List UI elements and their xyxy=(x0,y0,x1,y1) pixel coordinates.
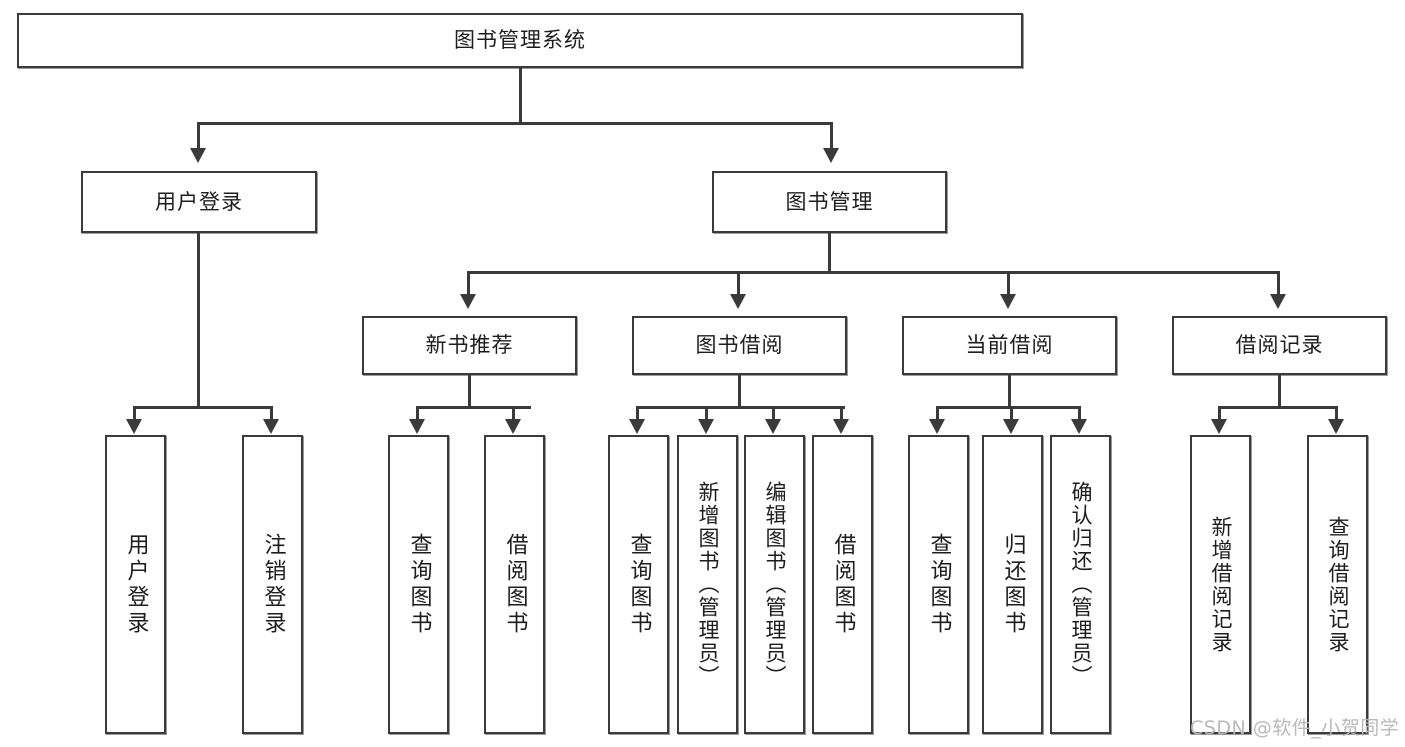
arrow-bb-to-leaf-2 xyxy=(698,419,714,434)
node-borrow-record[interactable]: 借阅记录 xyxy=(1172,316,1387,375)
connector-bb-stem xyxy=(738,375,741,406)
node-root-system[interactable]: 图书管理系统 xyxy=(17,13,1023,68)
node-leaf-add-book-admin[interactable]: 新增图书（管理员） xyxy=(677,435,738,734)
connector-cb-to-leaf-2 xyxy=(1010,406,1013,422)
node-leaf-logout[interactable]: 注销登录 xyxy=(242,435,303,734)
node-leaf-user-login[interactable]: 用户登录 xyxy=(105,435,166,734)
node-book-borrow[interactable]: 图书借阅 xyxy=(632,316,847,375)
connector-user-login-to-leaf-1 xyxy=(133,406,136,422)
connector-bb-to-leaf-2 xyxy=(705,406,708,422)
connector-cb-bus xyxy=(936,406,1081,409)
node-label: 借阅记录 xyxy=(1235,333,1324,358)
arrow-br-to-leaf-2 xyxy=(1328,419,1344,434)
arrow-bm-to-new-book-rec xyxy=(460,294,476,309)
connector-nbr-to-leaf-1 xyxy=(416,406,419,422)
arrow-nbr-to-leaf-1 xyxy=(409,419,425,434)
connector-bm-to-current-borrow xyxy=(1007,271,1010,297)
connector-user-login-to-leaf-2 xyxy=(270,406,273,422)
arrow-nbr-to-leaf-2 xyxy=(505,419,521,434)
connector-root-to-book-manage xyxy=(830,122,833,151)
connector-bb-to-leaf-3 xyxy=(772,406,775,422)
arrow-user-login-to-leaf-2 xyxy=(263,419,279,434)
arrow-cb-to-leaf-1 xyxy=(929,419,945,434)
node-leaf-query-book-3[interactable]: 查询图书 xyxy=(908,435,969,734)
arrow-bb-to-leaf-1 xyxy=(629,419,645,434)
node-label: 编辑图书（管理员） xyxy=(763,481,787,688)
node-label: 查询借阅记录 xyxy=(1326,515,1350,654)
arrow-root-to-book-manage xyxy=(823,148,839,163)
connector-bb-bus xyxy=(636,406,845,409)
node-label: 查询图书 xyxy=(406,532,432,637)
connector-cb-to-leaf-1 xyxy=(936,406,939,422)
node-book-manage[interactable]: 图书管理 xyxy=(712,171,947,233)
node-leaf-return-book[interactable]: 归还图书 xyxy=(982,435,1043,734)
node-label: 查询图书 xyxy=(626,532,652,637)
node-label: 借阅图书 xyxy=(830,532,856,637)
node-label: 图书管理系统 xyxy=(454,28,586,53)
arrow-bb-to-leaf-4 xyxy=(833,419,849,434)
node-new-book-recommendation[interactable]: 新书推荐 xyxy=(362,316,577,375)
node-leaf-edit-book-admin[interactable]: 编辑图书（管理员） xyxy=(744,435,805,734)
node-leaf-borrow-book-1[interactable]: 借阅图书 xyxy=(484,435,545,734)
connector-bm-to-book-borrow xyxy=(737,271,740,297)
connector-root-stem xyxy=(519,68,522,122)
node-leaf-borrow-book-2[interactable]: 借阅图书 xyxy=(812,435,873,734)
connector-nbr-to-leaf-2 xyxy=(512,406,515,422)
arrow-br-to-leaf-1 xyxy=(1211,419,1227,434)
node-label: 当前借阅 xyxy=(965,333,1054,358)
node-label: 新增图书（管理员） xyxy=(696,481,720,688)
node-label: 确认归还（管理员） xyxy=(1069,481,1093,688)
connector-br-stem xyxy=(1278,375,1281,406)
connector-cb-to-leaf-3 xyxy=(1078,406,1081,422)
connector-bb-to-leaf-4 xyxy=(840,406,843,422)
arrow-bm-to-borrow-record xyxy=(1270,294,1286,309)
node-label: 归还图书 xyxy=(1000,532,1026,637)
node-label: 查询图书 xyxy=(926,532,952,637)
arrow-cb-to-leaf-2 xyxy=(1003,419,1019,434)
node-leaf-confirm-return[interactable]: 确认归还（管理员） xyxy=(1050,435,1111,734)
connector-cb-stem xyxy=(1008,375,1011,406)
connector-nbr-stem xyxy=(468,375,471,406)
connector-br-to-leaf-2 xyxy=(1335,406,1338,422)
connector-user-login-bus xyxy=(133,406,272,409)
connector-book-manage-stem xyxy=(828,233,831,273)
node-current-borrow[interactable]: 当前借阅 xyxy=(902,316,1117,375)
arrow-user-login-to-leaf-1 xyxy=(126,419,142,434)
arrow-cb-to-leaf-3 xyxy=(1071,419,1087,434)
node-label: 图书借阅 xyxy=(695,333,784,358)
connector-book-manage-bus xyxy=(467,271,1280,274)
connector-bm-to-new-book-rec xyxy=(467,271,470,297)
arrow-root-to-user-login xyxy=(190,148,206,163)
arrow-bb-to-leaf-3 xyxy=(765,419,781,434)
node-label: 借阅图书 xyxy=(502,532,528,637)
arrow-bm-to-book-borrow xyxy=(730,294,746,309)
connector-nbr-bus xyxy=(416,406,531,409)
node-label: 新增借阅记录 xyxy=(1209,515,1233,654)
node-user-login[interactable]: 用户登录 xyxy=(81,171,317,233)
node-leaf-query-book-1[interactable]: 查询图书 xyxy=(388,435,449,734)
connector-bm-to-borrow-record xyxy=(1277,271,1280,297)
connector-br-bus xyxy=(1218,406,1337,409)
connector-user-login-stem xyxy=(197,233,200,406)
node-leaf-query-record[interactable]: 查询借阅记录 xyxy=(1307,435,1368,734)
node-label: 用户登录 xyxy=(155,189,243,214)
node-leaf-query-book-2[interactable]: 查询图书 xyxy=(608,435,669,734)
node-leaf-add-record[interactable]: 新增借阅记录 xyxy=(1190,435,1251,734)
node-label: 图书管理 xyxy=(785,189,874,214)
node-label: 注销登录 xyxy=(260,532,286,637)
connector-root-bus xyxy=(197,122,833,125)
arrow-bm-to-current-borrow xyxy=(1000,294,1016,309)
connector-bb-to-leaf-1 xyxy=(636,406,639,422)
node-label: 新书推荐 xyxy=(425,333,514,358)
node-label: 用户登录 xyxy=(123,532,149,637)
connector-root-to-user-login xyxy=(197,122,200,151)
connector-br-to-leaf-1 xyxy=(1218,406,1221,422)
